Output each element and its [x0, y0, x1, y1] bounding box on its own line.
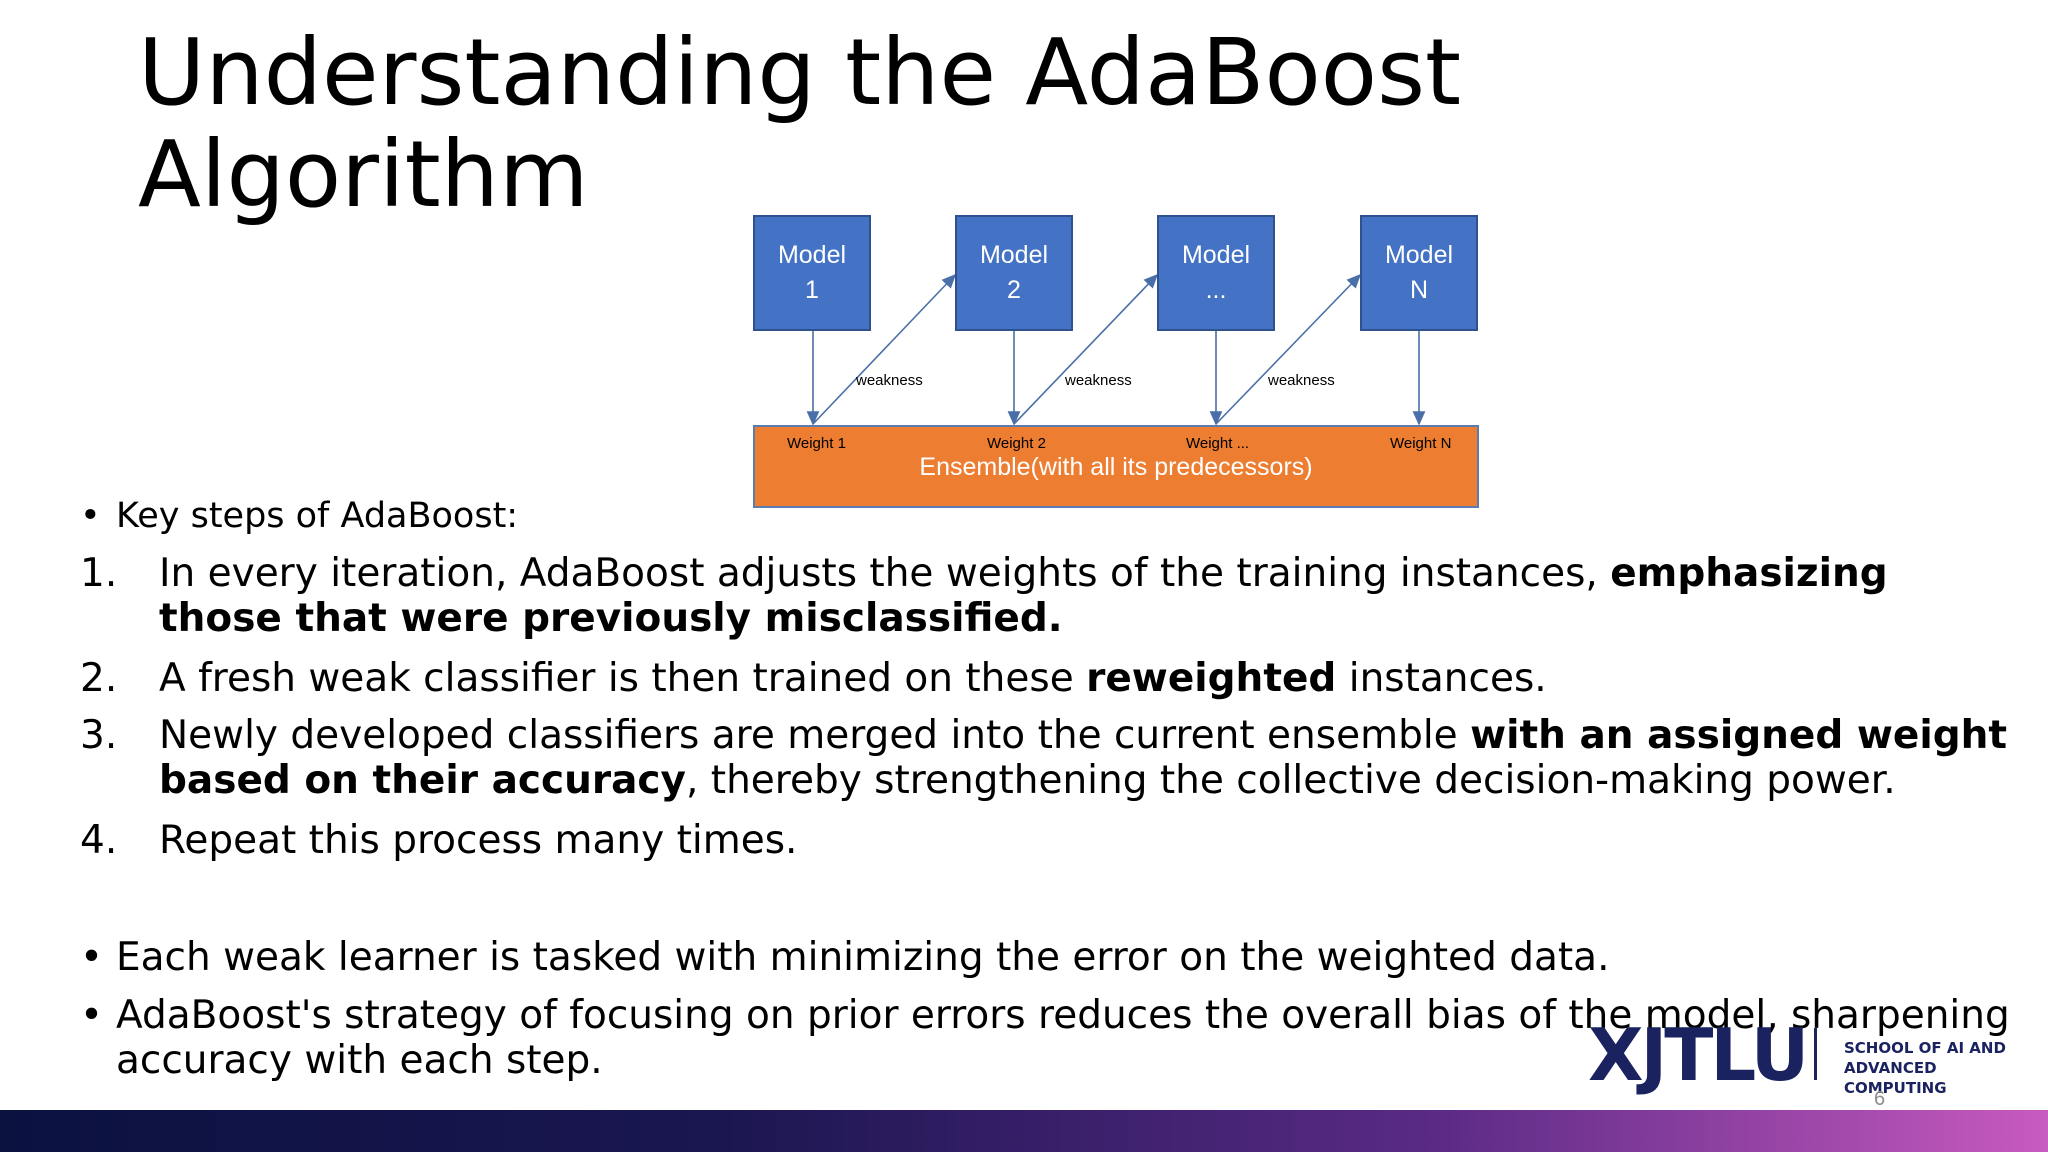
- logo-subtitle: SCHOOL OF AI AND ADVANCED COMPUTING: [1844, 1039, 2006, 1097]
- step-text: Repeat this process many times.: [159, 818, 798, 863]
- model-box-1: Model 1: [753, 215, 871, 331]
- arrow-weakness-3: [1215, 273, 1362, 425]
- arrow-weakness-2: [1013, 273, 1159, 425]
- bullet-symbol: •: [80, 993, 104, 1038]
- ensemble-box: Weight 1 Weight 2 Weight ... Weight N En…: [753, 425, 1479, 508]
- model-2-label: Model: [979, 241, 1049, 269]
- bullet-text: Each weak learner is tasked with minimiz…: [116, 935, 1610, 980]
- step-number: 2.: [80, 656, 118, 701]
- title-line-2: Algorithm: [138, 121, 589, 228]
- weakness-label-1: weakness: [856, 372, 923, 389]
- weight-label-2: Weight 2: [987, 435, 1046, 452]
- step-text: In every iteration, AdaBoost adjusts the…: [159, 551, 1888, 641]
- footer-gradient-bar: [0, 1110, 2048, 1152]
- xjtlu-logo: XJTLU SCHOOL OF AI AND ADVANCED COMPUTIN…: [1588, 1013, 2028, 1097]
- logo-wordmark: XJTLU: [1588, 1013, 1809, 1097]
- model-box-3: Model ...: [1157, 215, 1275, 331]
- bullet-text: AdaBoost's strategy of focusing on prior…: [116, 993, 2010, 1083]
- weight-label-1: Weight 1: [787, 435, 846, 452]
- bullet-symbol: •: [80, 496, 101, 536]
- weakness-label-2: weakness: [1065, 372, 1132, 389]
- weakness-label-3: weakness: [1268, 372, 1335, 389]
- model-2-index: 2: [1007, 276, 1021, 304]
- diagram-arrows: [806, 273, 1426, 426]
- page-number: 6: [1874, 1088, 1886, 1110]
- slide-title: Understanding the AdaBoost Algorithm: [138, 22, 1638, 226]
- step-text: Newly developed classifiers are merged i…: [159, 713, 2008, 803]
- logo-divider: [1814, 1028, 1817, 1080]
- model-n-index: N: [1409, 276, 1429, 304]
- step-number: 3.: [80, 713, 118, 758]
- weight-label-3: Weight ...: [1186, 435, 1250, 452]
- arrow-weakness-1: [812, 273, 957, 425]
- model-n-label: Model: [1384, 241, 1454, 269]
- step-number: 1.: [80, 551, 118, 596]
- model-1-label: Model: [777, 241, 847, 269]
- ensemble-label: Ensemble(with all its predecessors): [919, 453, 1313, 481]
- key-steps-heading: Key steps of AdaBoost:: [116, 496, 519, 536]
- model-box-2: Model 2: [955, 215, 1073, 331]
- model-3-label: Model: [1181, 241, 1251, 269]
- step-number: 4.: [80, 818, 118, 863]
- title-line-1: Understanding the AdaBoost: [138, 19, 1462, 126]
- weight-label-n: Weight N: [1390, 435, 1452, 452]
- step-text: A fresh weak classifier is then trained …: [159, 656, 1547, 701]
- model-box-n: Model N: [1360, 215, 1478, 331]
- adaboost-diagram: Model 1 Model 2 Model ... Model N weakne…: [0, 0, 2048, 520]
- model-1-index: 1: [805, 276, 819, 304]
- model-3-index: ...: [1205, 276, 1227, 304]
- bullet-symbol: •: [80, 935, 104, 980]
